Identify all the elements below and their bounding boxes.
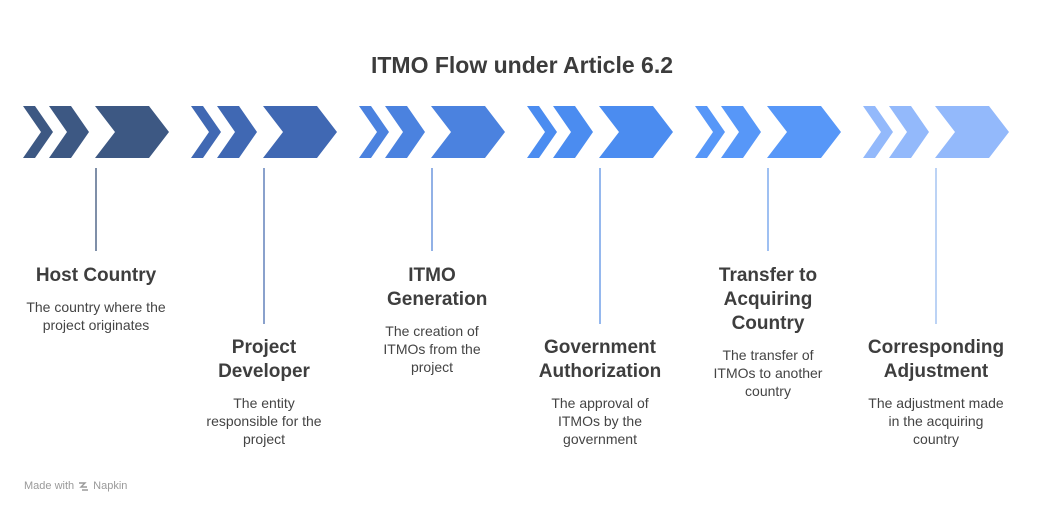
step-title: Government Authorization	[538, 337, 662, 382]
footer-prefix: Made with	[24, 480, 75, 492]
chevron-small-2	[49, 106, 89, 158]
step-title: Host Country	[35, 265, 157, 286]
chevron-arrows-icon	[23, 106, 169, 158]
step-description: The creation of ITMOs from the project	[383, 323, 481, 375]
step-description: The approval of ITMOs by the government	[551, 395, 649, 447]
step-description: The entity responsible for the project	[206, 395, 322, 447]
connector-line-corresponding-adjustment	[935, 168, 937, 324]
connector-line-project-developer	[263, 168, 265, 324]
chevron-small-2	[553, 106, 593, 158]
made-with-footer[interactable]: Made with Napkin	[24, 480, 127, 492]
chevron-arrows-icon	[191, 106, 337, 158]
chevron-arrows-icon	[359, 106, 505, 158]
chevron-arrows-icon	[527, 106, 673, 158]
connector-line-host-country	[95, 168, 97, 251]
chevron-small-1	[527, 106, 557, 158]
chevron-arrows-icon	[695, 106, 841, 158]
chevron-small-2	[217, 106, 257, 158]
chevron-small-1	[359, 106, 389, 158]
step-title: Transfer to Acquiring Country	[718, 265, 818, 334]
diagram-title: ITMO Flow under Article 6.2	[370, 52, 674, 78]
step-itmo-generation: ITMO Generation The creation of ITMOs fr…	[347, 264, 517, 376]
chevron-large	[599, 106, 673, 158]
chevron-small-1	[23, 106, 53, 158]
chevron-small-1	[191, 106, 221, 158]
step-host-country: Host Country The country where the proje…	[11, 264, 181, 334]
chevron-group-itmo-generation	[359, 106, 509, 158]
footer-brand: Napkin	[93, 480, 128, 492]
step-title: Project Developer	[218, 337, 310, 382]
chevron-large	[767, 106, 841, 158]
chevron-large	[935, 106, 1009, 158]
step-corresponding-adjustment: Corresponding Adjustment The adjustment …	[851, 336, 1021, 448]
chevron-small-1	[695, 106, 725, 158]
chevron-large	[263, 106, 337, 158]
step-title: ITMO Generation	[387, 265, 488, 310]
napkin-logo-icon	[79, 481, 89, 491]
chevron-group-corresponding-adjustment	[863, 106, 1013, 158]
step-description: The adjustment made in the acquiring cou…	[868, 395, 1004, 447]
connector-line-government-authorization	[599, 168, 601, 324]
chevron-small-1	[863, 106, 893, 158]
step-government-authorization: Government Authorization The approval of…	[515, 336, 685, 448]
chevron-group-host-country	[23, 106, 173, 158]
step-description: The country where the project originates	[26, 299, 166, 333]
connector-line-transfer	[767, 168, 769, 251]
step-transfer: Transfer to Acquiring Country The transf…	[683, 264, 853, 400]
chevron-large	[431, 106, 505, 158]
chevron-small-2	[889, 106, 929, 158]
chevron-large	[95, 106, 169, 158]
step-title: Corresponding Adjustment	[867, 337, 1005, 382]
chevron-group-transfer	[695, 106, 845, 158]
chevron-arrows-icon	[863, 106, 1009, 158]
step-project-developer: Project Developer The entity responsible…	[179, 336, 349, 448]
chevron-small-2	[385, 106, 425, 158]
chevron-small-2	[721, 106, 761, 158]
chevron-group-project-developer	[191, 106, 341, 158]
connector-line-itmo-generation	[431, 168, 433, 251]
step-description: The transfer of ITMOs to another country	[713, 347, 823, 399]
chevron-group-government-authorization	[527, 106, 677, 158]
